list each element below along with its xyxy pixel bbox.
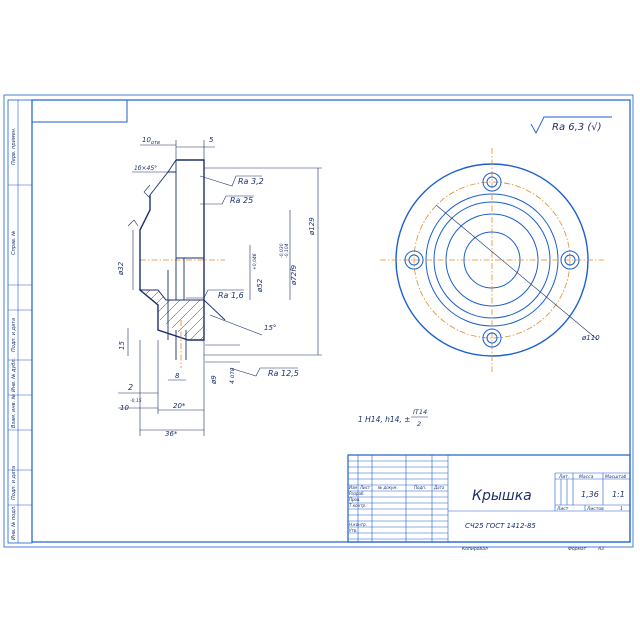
dim-phi52-tol: +0,046: [252, 253, 258, 270]
tb-role-razrab: Разраб.: [349, 491, 365, 496]
sheet-frame: [3, 94, 634, 548]
angle-15: 15°: [264, 324, 276, 332]
general-surface-finish: Ra 6,3 (√): [530, 116, 612, 134]
side-stamp-2: Подп. и дата: [11, 318, 17, 352]
tb-lit: Лит.: [558, 474, 569, 480]
dim-5: 5: [209, 136, 214, 144]
tb-col-doc: № докум.: [377, 485, 398, 490]
tb-role-prov: Пров.: [349, 497, 361, 502]
tolerance-numerator: IT14: [413, 408, 427, 416]
dim-2: 2: [128, 383, 133, 392]
tb-col-izm: Изм: [349, 485, 357, 490]
tolerance-note: 1 H14, h14, ± IT14 2: [358, 408, 428, 428]
tb-scale-label: Масштаб: [605, 474, 627, 480]
chamfer-label: 1б×45°: [134, 165, 157, 172]
tb-col-date: Дата: [433, 485, 445, 490]
dim-phi52: ø52: [256, 278, 264, 293]
side-stamp-1: Справ. №: [11, 231, 17, 255]
part-name: Крышка: [472, 488, 532, 504]
side-stamp-5: Подп. и дата: [11, 466, 17, 500]
dim-15: 15: [118, 341, 126, 350]
tb-scale-value: 1:1: [612, 490, 625, 499]
tb-format-value: А3: [597, 546, 604, 552]
side-stamps: Перв. примен. Справ. № Подп. и дата Инв.…: [7, 99, 33, 544]
tb-role-utv: Утв.: [349, 528, 357, 533]
ra-1-6: Ra 1,6: [218, 291, 244, 300]
bolt-hole-bottom: [482, 328, 502, 348]
tolerance-denominator: 2: [417, 420, 421, 428]
tb-role-nkontr: Н.контр.: [349, 522, 367, 527]
bolt-hole-right: [560, 250, 580, 270]
dim-4-holes: 4 отв: [229, 367, 236, 384]
dim-phi110: ø110: [581, 334, 600, 342]
dim-20: 20*: [173, 402, 186, 410]
dim-10-top: 10: [142, 136, 151, 144]
title-block: Изм Лист № докум. Подп. Дата Разраб. Про…: [347, 454, 631, 552]
surface-finish-general: Ra 6,3 (√): [552, 122, 602, 133]
tb-sheets: Листов: [586, 506, 604, 512]
dim-36: 36*: [165, 430, 178, 438]
tb-copied: Копировал: [462, 546, 488, 552]
tb-col-podp: Подп.: [414, 485, 426, 490]
side-stamp-0: Перв. примен.: [11, 127, 17, 165]
tb-mass-label: Масса: [579, 474, 594, 480]
dim-10-bot: 10: [120, 404, 129, 412]
tolerance-note-text: 1 H14, h14, ±: [358, 415, 410, 424]
side-stamp-6: Инв. № подл.: [11, 506, 17, 541]
tb-role-tkontr: Т.контр.: [349, 503, 366, 508]
ra-12-5: Ra 12,5: [268, 369, 299, 378]
dim-8: 8: [175, 372, 180, 380]
ra-3-2: Ra 3,2: [238, 177, 264, 186]
material: СЧ25 ГОСТ 1412-85: [465, 522, 536, 530]
section-view: 10 отв 5 1б×45° Ra 3,2 Ra 25 Ra 1,6 Ra 1…: [117, 136, 322, 438]
dim-phi32: ø32: [117, 261, 125, 276]
dim-10-bot-tol: -0,15: [130, 398, 142, 404]
dim-10-top-sub: отв: [151, 140, 160, 146]
dim-phi72-tol1: -0,030: [279, 243, 285, 258]
dim-phi72: ø72f9: [290, 264, 298, 286]
bolt-hole-top: [482, 172, 502, 192]
tb-col-list: Лист: [359, 485, 371, 490]
dim-phi129: ø129: [308, 217, 316, 236]
tb-mass-value: 1,36: [581, 490, 599, 499]
side-stamp-4: Взам. инв. №: [11, 394, 17, 428]
bolt-hole-left: [404, 250, 424, 270]
tb-sheets-count: 1: [620, 506, 623, 512]
side-stamp-3: Инв. № дубл.: [11, 358, 17, 392]
dim-phi72-tol2: -0,104: [284, 243, 290, 258]
tb-format: Формат: [568, 546, 587, 552]
top-left-stamp: [31, 99, 128, 123]
tb-sheet: Лист: [556, 506, 569, 512]
dim-phi9: ø9: [210, 375, 218, 385]
ra-25: Ra 25: [230, 196, 253, 205]
plan-view: ø110: [380, 148, 604, 372]
